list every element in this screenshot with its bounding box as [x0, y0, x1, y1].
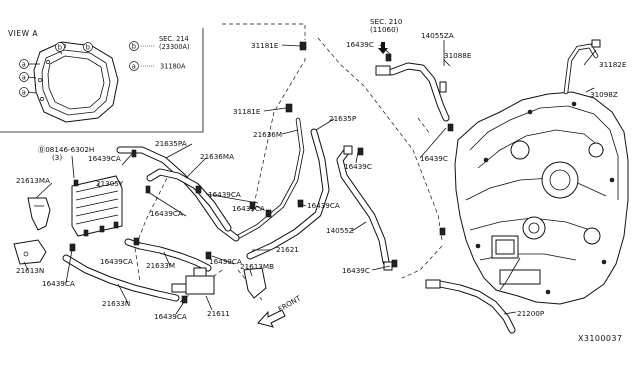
front-label: FRONT	[277, 293, 303, 313]
svg-text:b: b	[132, 43, 136, 51]
upper-return-hose-14055ZA	[375, 62, 450, 122]
label-21621: 21621	[276, 245, 299, 254]
label-21635P: 21635P	[329, 114, 357, 123]
svg-text:b: b	[58, 44, 62, 52]
label-08146-qty: (3)	[52, 153, 62, 162]
svg-text:·······: ·······	[140, 63, 155, 71]
svg-text:a: a	[132, 63, 136, 71]
label-14055ZA: 14055ZA	[421, 31, 454, 40]
leader-lines	[23, 40, 597, 315]
svg-text:b: b	[86, 44, 90, 52]
clips	[69, 41, 454, 304]
label-21635PA: 21635PA	[155, 139, 187, 148]
label-21200P: 21200P	[517, 309, 545, 318]
hose-21200P	[425, 279, 516, 334]
pipe-21636M	[233, 117, 305, 241]
view-a-marker-a2: a	[19, 72, 29, 82]
label-21305Y: 21305Y	[96, 179, 124, 188]
label-16439CA-f: 16439CA	[209, 257, 242, 266]
hose-21633M	[124, 238, 212, 272]
section-ref-210-sub: (11060)	[370, 25, 399, 34]
label-16439CA-a: 16439CA	[88, 154, 121, 163]
label-21633M: 21633M	[146, 261, 175, 270]
svg-text:31180A: 31180A	[160, 63, 186, 71]
label-16439C-c: 16439C	[344, 162, 372, 171]
label-16439C-b: 16439C	[420, 154, 448, 163]
label-08146: Ⓑ08146-6302H	[38, 145, 94, 154]
transmission-assembly	[454, 91, 629, 305]
label-16439CA-h: 16439CA	[100, 257, 133, 266]
view-a-frame	[0, 28, 204, 133]
label-16439C-a: 16439C	[346, 40, 374, 49]
bracket-21613N	[13, 239, 47, 265]
label-16439CA-e: 16439CA	[307, 201, 340, 210]
view-a-marker-a1: a	[19, 59, 29, 69]
view-a-inset: VIEW A b a a a	[0, 28, 204, 133]
svg-text:·······: ·······	[140, 43, 155, 51]
svg-text:a: a	[22, 74, 26, 82]
label-31098Z: 31098Z	[590, 90, 618, 99]
label-21613MB: 21613MB	[240, 262, 274, 271]
view-a-legend-b: b ······· SEC. 214 (23300A)	[129, 35, 190, 51]
oil-cooler-21305Y	[71, 175, 123, 237]
label-21636M: 21636M	[253, 130, 282, 139]
valve-21611	[171, 267, 215, 295]
svg-text:a: a	[22, 89, 26, 97]
hose-21633N	[62, 254, 180, 302]
label-16439CA-b: 16439CA	[208, 190, 241, 199]
hose-14055Z	[336, 145, 393, 271]
label-16439CA-c: 16439CA	[232, 204, 265, 213]
view-a-marker-a3: a	[19, 87, 29, 97]
section-ref-210: SEC. 210	[370, 17, 403, 26]
hose-21635P	[246, 128, 330, 260]
view-a-marker-b2: b	[83, 42, 93, 52]
view-a-marker-b1: b	[55, 42, 65, 52]
label-21613N: 21613N	[16, 266, 44, 275]
label-16439CA-i: 16439CA	[154, 312, 187, 321]
label-21613MA: 21613MA	[16, 176, 50, 185]
label-16439CA-g: 16439CA	[42, 279, 75, 288]
label-21633N: 21633N	[102, 299, 130, 308]
diagram-id: X3100037	[578, 334, 622, 343]
label-21636MA: 21636MA	[200, 152, 234, 161]
label-31181E-mid: 31181E	[233, 107, 261, 116]
view-a-title: VIEW A	[8, 29, 38, 38]
label-21611: 21611	[207, 309, 230, 318]
hose-21636MA	[146, 168, 232, 232]
view-a-legend-a: a ······· 31180A	[129, 61, 186, 71]
label-16439C-d: 16439C	[342, 266, 370, 275]
svg-text:(23300A): (23300A)	[159, 43, 190, 51]
dipstick-tube	[563, 39, 601, 95]
part-labels: 31181E 31181E SEC. 210 (11060) 16439C 14…	[16, 17, 627, 343]
label-31182E: 31182E	[599, 60, 627, 69]
label-14055Z: 14055Z	[326, 226, 354, 235]
gasket-plate-drawing	[33, 41, 119, 123]
label-31088E: 31088E	[444, 51, 472, 60]
bracket-21613MB	[243, 267, 267, 299]
label-16439CA-d: 16439CA	[150, 209, 183, 218]
svg-text:SEC. 214: SEC. 214	[159, 35, 189, 43]
front-arrow	[257, 309, 286, 328]
label-31181E-top: 31181E	[251, 41, 279, 50]
bracket-21613MA	[27, 197, 51, 231]
svg-text:a: a	[22, 61, 26, 69]
